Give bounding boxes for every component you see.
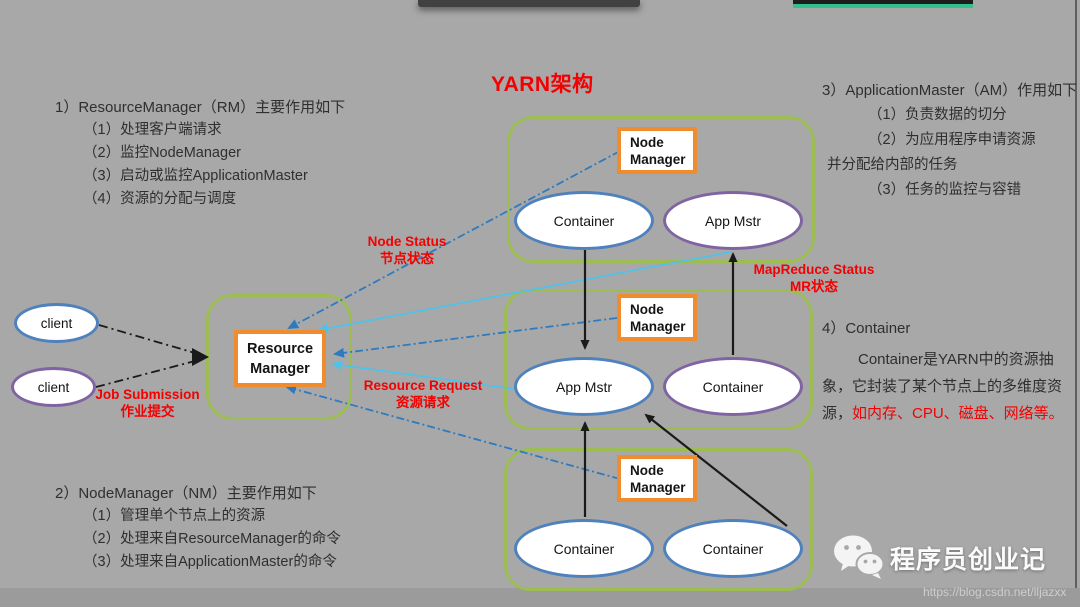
label-node-status-zh: 节点状态 [380, 251, 434, 266]
watermark-title: 程序员创业记 [890, 546, 1047, 574]
note-rm-heading: 1）ResourceManager（RM）主要作用如下 [55, 99, 346, 116]
app-master-ellipse-top-right: App Mstr [663, 191, 803, 250]
note-container-body-black: Container是YARN中的资源抽象，它封装了某个节点上的多维度资源， [822, 351, 1063, 422]
container-ellipse-middle-right: Container [663, 357, 803, 416]
client-ellipse-bottom: client [11, 367, 96, 407]
note-resourcemanager: 1）ResourceManager（RM）主要作用如下 （1）处理客户端请求 （… [55, 96, 345, 211]
watermark-url: https://blog.csdn.net/lljazxx [923, 585, 1067, 599]
note-applicationmaster: 3）ApplicationMaster（AM）作用如下 （1）负责数据的切分 （… [822, 78, 1077, 203]
node-manager-box-middle: Node Manager [617, 294, 697, 341]
edge-job-submission [95, 324, 209, 388]
bottom-strip [0, 588, 1080, 607]
note-container-body-red: 如内存、CPU、磁盘、网络等。 [852, 405, 1064, 422]
note-nm-item: （2）处理来自ResourceManager的命令 [83, 531, 341, 547]
container-ellipse-bottom-right: Container [663, 519, 803, 578]
cropped-tab-fragment [793, 0, 973, 8]
page-title: YARN架构 [491, 73, 594, 96]
container-ellipse-top-left: Container [514, 191, 654, 250]
resource-manager-box: Resource Manager [234, 330, 326, 387]
note-am-heading: 3）ApplicationMaster（AM）作用如下 [822, 82, 1078, 99]
note-am-item: 并分配给内部的任务 [827, 157, 958, 173]
note-nm-heading: 2）NodeManager（NM）主要作用如下 [55, 485, 317, 502]
note-nm-item: （1）管理单个节点上的资源 [83, 508, 266, 524]
note-rm-item: （1）处理客户端请求 [83, 122, 222, 138]
slide-right-edge [1075, 0, 1077, 588]
node-manager-box-top: Node Manager [617, 127, 697, 174]
label-job-submission-zh: 作业提交 [120, 404, 175, 419]
label-node-status: Node Status 节点状态 [352, 233, 462, 267]
label-node-status-en: Node Status [367, 234, 447, 249]
wechat-icon [834, 535, 885, 579]
container-ellipse-bottom-left: Container [514, 519, 654, 578]
label-mapreduce-status-zh: MR状态 [790, 279, 838, 294]
note-am-item: （1）负责数据的切分 [868, 107, 1007, 123]
label-resource-request: Resource Request 资源请求 [358, 377, 488, 411]
label-job-submission: Job Submission 作业提交 [90, 386, 205, 420]
label-job-submission-en: Job Submission [95, 387, 200, 402]
app-master-ellipse-middle-left: App Mstr [514, 357, 654, 416]
label-resource-request-zh: 资源请求 [396, 395, 450, 410]
cropped-toolbar-fragment [418, 0, 640, 7]
note-container-body: Container是YARN中的资源抽象，它封装了某个节点上的多维度资源，如内存… [822, 346, 1074, 427]
client-ellipse-top: client [14, 303, 99, 343]
note-am-item: （3）任务的监控与容错 [868, 182, 1022, 198]
label-resource-request-en: Resource Request [363, 378, 483, 393]
note-nodemanager: 2）NodeManager（NM）主要作用如下 （1）管理单个节点上的资源 （2… [55, 482, 341, 574]
node-manager-box-bottom: Node Manager [617, 455, 697, 502]
label-mapreduce-status-en: MapReduce Status [753, 262, 875, 277]
note-rm-item: （2）监控NodeManager [83, 145, 241, 161]
note-container: 4）Container Container是YARN中的资源抽象，它封装了某个节… [822, 318, 1074, 427]
note-am-item: （2）为应用程序申请资源 [868, 132, 1036, 148]
note-nm-item: （3）处理来自ApplicationMaster的命令 [83, 554, 337, 570]
note-rm-item: （3）启动或监控ApplicationMaster [83, 168, 308, 184]
note-rm-item: （4）资源的分配与调度 [83, 191, 237, 207]
label-mapreduce-status: MapReduce Status MR状态 [742, 261, 886, 295]
note-container-heading: 4）Container [822, 320, 911, 337]
